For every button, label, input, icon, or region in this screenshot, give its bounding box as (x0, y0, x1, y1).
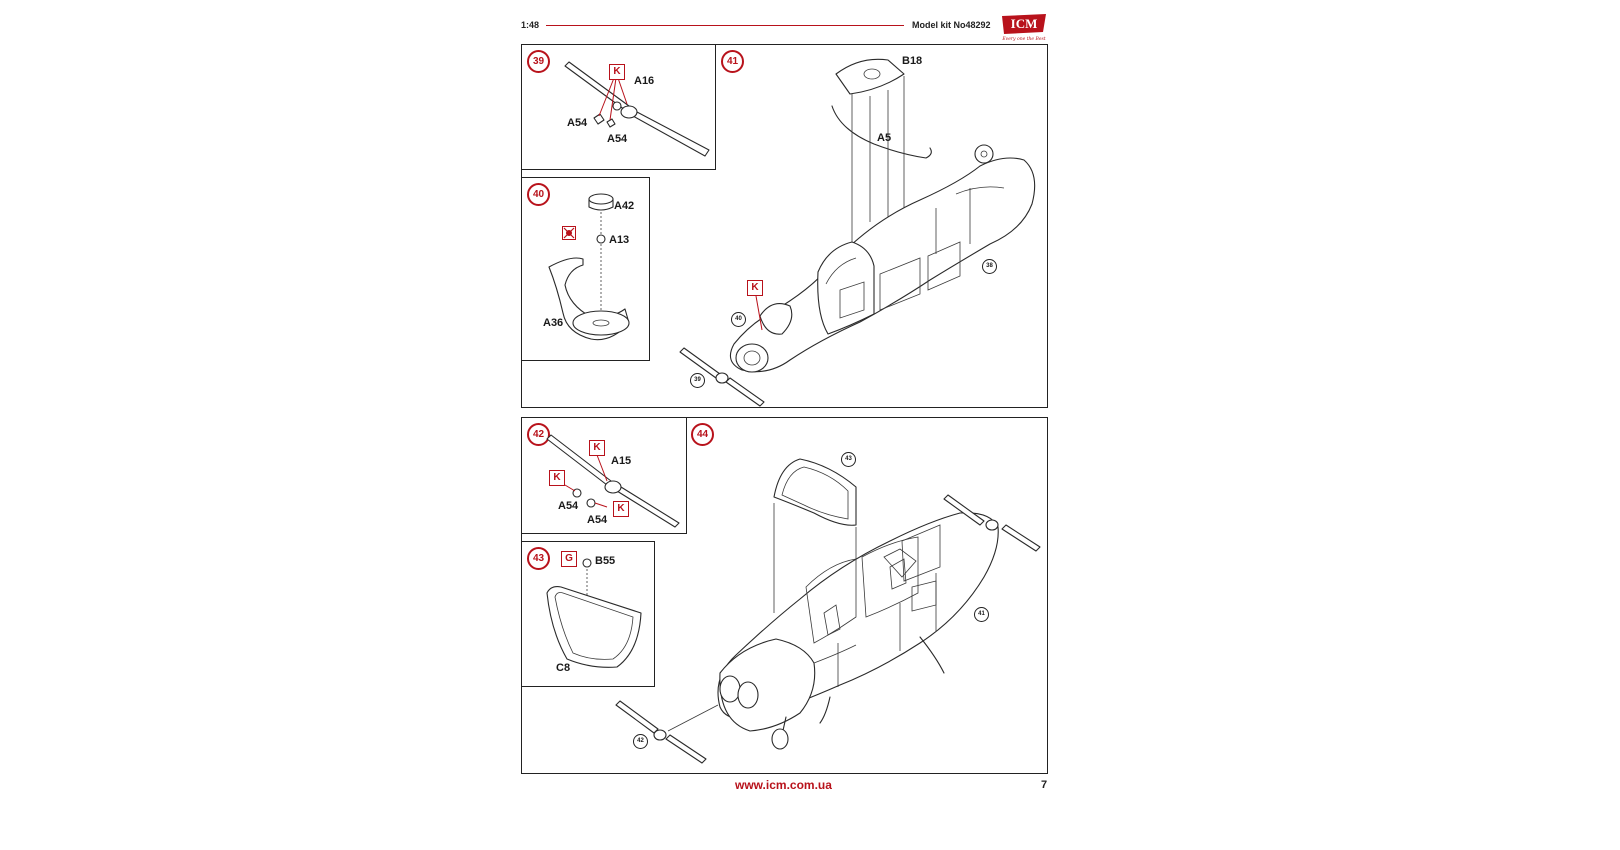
glue-tag-k: K (549, 470, 565, 486)
part-a54: A54 (567, 117, 588, 129)
part-a54: A54 (558, 500, 579, 512)
step-41-number: 41 (721, 50, 744, 73)
glue-tag-k: K (747, 280, 763, 296)
step-39-leaders (598, 77, 628, 121)
part-a13: A13 (609, 234, 630, 246)
part-a16: A16 (634, 75, 655, 87)
ref-step-40: 40 (731, 312, 746, 327)
spinner-40-drawing (548, 193, 630, 341)
glue-tag-k: K (609, 64, 625, 80)
part-a15: A15 (611, 455, 632, 467)
step-43-number: 43 (527, 547, 550, 570)
ref-step-39: 39 (690, 373, 705, 388)
ref-step-38: 38 (982, 259, 997, 274)
glue-tag-k: K (589, 440, 605, 456)
propeller-42-drawing (546, 434, 680, 528)
no-glue-icon (562, 226, 576, 240)
ref-step-43: 43 (841, 452, 856, 467)
ref-step-42: 42 (633, 734, 648, 749)
part-b55: B55 (595, 555, 616, 567)
step-42-number: 42 (527, 423, 550, 446)
logo-tagline: Every one the Best (1001, 36, 1045, 42)
header-rule (546, 25, 904, 26)
fuselage-41-drawing (679, 58, 1036, 407)
part-a54: A54 (587, 514, 608, 526)
kit-number: Model kit No48292 (912, 20, 991, 30)
part-a5: A5 (877, 132, 892, 144)
glue-tag-g: G (561, 551, 577, 567)
step-40-number: 40 (527, 183, 550, 206)
ref-step-41: 41 (974, 607, 989, 622)
step-39-number: 39 (527, 50, 550, 73)
part-b18: B18 (902, 55, 923, 67)
scale-label: 1:48 (521, 20, 540, 30)
icm-logo: ICM Every one the Best (1000, 12, 1048, 42)
fuselage-44-drawing (615, 458, 1041, 764)
logo-text: ICM (1011, 16, 1038, 31)
glue-tag-k: K (613, 501, 629, 517)
step-44-number: 44 (691, 423, 714, 446)
windscreen-43-drawing (546, 558, 642, 668)
part-a54: A54 (607, 133, 628, 145)
page-number: 7 (1041, 779, 1048, 791)
part-c8: C8 (556, 662, 571, 674)
footer-url[interactable]: www.icm.com.ua (735, 778, 832, 792)
part-a42: A42 (614, 200, 635, 212)
part-a36: A36 (543, 317, 564, 329)
